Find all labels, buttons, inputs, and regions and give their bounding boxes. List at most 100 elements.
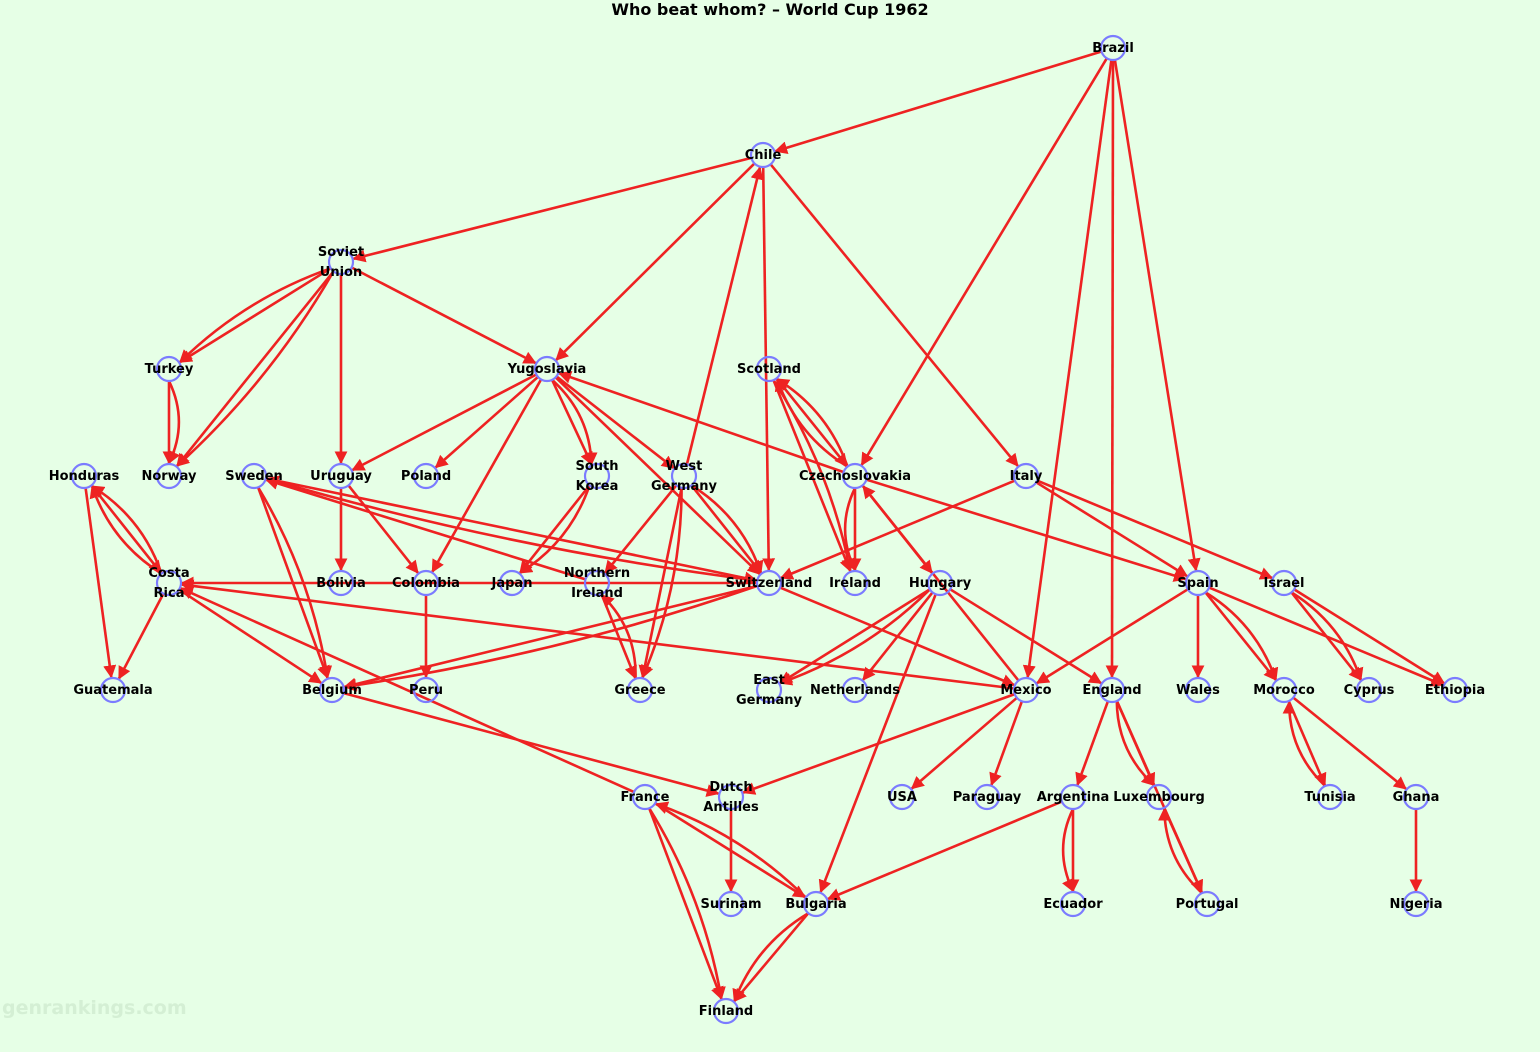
edge-hungary-beat-england: [949, 588, 1103, 685]
node-uruguay: Uruguay: [310, 462, 372, 490]
node-label-uruguay: Uruguay: [310, 469, 372, 484]
node-label-morocco: Morocco: [1253, 683, 1315, 698]
edge-france-beat-finland: [648, 807, 726, 1001]
node-label-switzerland: Switzerland: [726, 576, 813, 591]
node-label-east-germany: Germany: [736, 693, 802, 708]
node-label-poland: Poland: [401, 469, 451, 484]
edge-spain-beat-morocco: [1204, 591, 1279, 682]
node-circle-scotland: [755, 355, 783, 383]
node-label-portugal: Portugal: [1176, 897, 1239, 912]
node-label-norway: Norway: [141, 469, 197, 484]
node-greece: Greece: [614, 676, 666, 704]
edge-switzerland-beat-belgium: [343, 584, 758, 691]
node-paraguay: Paraguay: [953, 783, 1022, 811]
node-label-northern-ireland: Ireland: [571, 586, 623, 601]
edge-czechoslovakia-beat-scotland: [775, 377, 849, 468]
edge-england-beat-argentina: [1075, 700, 1110, 787]
node-israel: Israel: [1263, 569, 1305, 597]
edge-czechoslovakia-beat-ireland: [843, 487, 857, 572]
edge-soviet-union-beat-yugoslavia: [351, 266, 537, 365]
node-label-greece: Greece: [614, 683, 665, 698]
node-label-sweden: Sweden: [225, 469, 283, 484]
node-circle-east-germany: [755, 676, 783, 704]
edge-sweden-beat-belgium: [256, 486, 330, 680]
node-label-netherlands: Netherlands: [810, 683, 900, 698]
node-circle-france: [631, 783, 659, 811]
node-mexico: Mexico: [1000, 676, 1052, 704]
node-cyprus: Cyprus: [1344, 676, 1395, 704]
edge-chile-beat-soviet-union: [352, 156, 752, 263]
node-label-honduras: Honduras: [49, 469, 120, 484]
node-circle-argentina: [1059, 783, 1087, 811]
node-label-luxembourg: Luxembourg: [1113, 790, 1205, 805]
edge-bulgaria-beat-france: [654, 801, 807, 899]
node-label-peru: Peru: [409, 683, 443, 698]
node-label-west-germany: West: [666, 459, 703, 474]
node-label-guatemala: Guatemala: [73, 683, 152, 698]
node-finland: Finland: [699, 997, 753, 1025]
node-argentina: Argentina: [1037, 783, 1110, 811]
node-scotland: Scotland: [737, 355, 801, 383]
edge-sweden-beat-belgium: [256, 486, 333, 680]
edge-yugoslavia-beat-switzerland: [554, 376, 761, 575]
node-spain: Spain: [1177, 569, 1219, 597]
edge-yugoslavia-beat-poland: [434, 375, 539, 469]
node-netherlands: Netherlands: [810, 676, 900, 704]
edge-morocco-beat-ghana: [1292, 696, 1407, 790]
node-label-ethiopia: Ethiopia: [1425, 683, 1485, 698]
node-circle-luxembourg: [1145, 783, 1173, 811]
node-circle-usa: [888, 783, 916, 811]
edge-honduras-beat-guatemala: [84, 487, 117, 679]
node-label-czechoslovakia: Czechoslovakia: [799, 469, 911, 484]
node-circle-northern-ireland: [583, 569, 611, 597]
edge-brazil-beat-england: [1105, 59, 1119, 679]
edge-costa-rica-beat-belgium: [178, 588, 323, 684]
edge-mexico-beat-paraguay: [989, 700, 1024, 787]
node-circle-surinam: [717, 890, 745, 918]
edge-west-germany-beat-switzerland: [690, 484, 764, 575]
edge-costa-rica-beat-honduras: [90, 485, 163, 575]
node-label-south-korea: Korea: [576, 479, 619, 494]
node-honduras: Honduras: [49, 462, 120, 490]
node-circle-sweden: [240, 462, 268, 490]
node-surinam: Surinam: [700, 890, 762, 918]
node-circle-ireland: [841, 569, 869, 597]
edge-argentina-beat-bulgaria: [826, 800, 1063, 901]
node-label-argentina: Argentina: [1037, 790, 1110, 805]
edge-hungary-beat-east-germany: [778, 588, 931, 685]
node-poland: Poland: [401, 462, 451, 490]
node-label-finland: Finland: [699, 1004, 753, 1019]
node-peru: Peru: [409, 676, 443, 704]
node-label-tunisia: Tunisia: [1304, 790, 1355, 805]
node-italy: Italy: [1010, 462, 1043, 490]
edge-brazil-beat-spain: [1113, 59, 1201, 572]
edge-hungary-beat-east-germany: [778, 588, 931, 686]
node-label-paraguay: Paraguay: [953, 790, 1022, 805]
node-norway: Norway: [141, 462, 197, 490]
node-usa: USA: [887, 783, 917, 811]
node-ethiopia: Ethiopia: [1425, 676, 1485, 704]
node-morocco: Morocco: [1253, 676, 1315, 704]
node-label-soviet-union: Soviet: [318, 245, 364, 260]
edge-yugoslavia-beat-uruguay: [351, 373, 537, 472]
node-circle-belgium: [318, 676, 346, 704]
node-label-israel: Israel: [1263, 576, 1304, 591]
node-label-brazil: Brazil: [1092, 41, 1134, 56]
node-label-bolivia: Bolivia: [316, 576, 365, 591]
node-chile: Chile: [745, 141, 781, 169]
node-bolivia: Bolivia: [316, 569, 366, 597]
node-circle-costa-rica: [155, 569, 183, 597]
node-label-west-germany: Germany: [651, 479, 717, 494]
node-label-usa: USA: [887, 790, 917, 805]
node-luxembourg: Luxembourg: [1113, 783, 1205, 811]
node-circle-paraguay: [973, 783, 1001, 811]
node-circle-hungary: [926, 569, 954, 597]
node-label-japan: Japan: [491, 576, 533, 591]
node-circle-ecuador: [1059, 890, 1087, 918]
node-circle-soviet-union: [327, 248, 355, 276]
